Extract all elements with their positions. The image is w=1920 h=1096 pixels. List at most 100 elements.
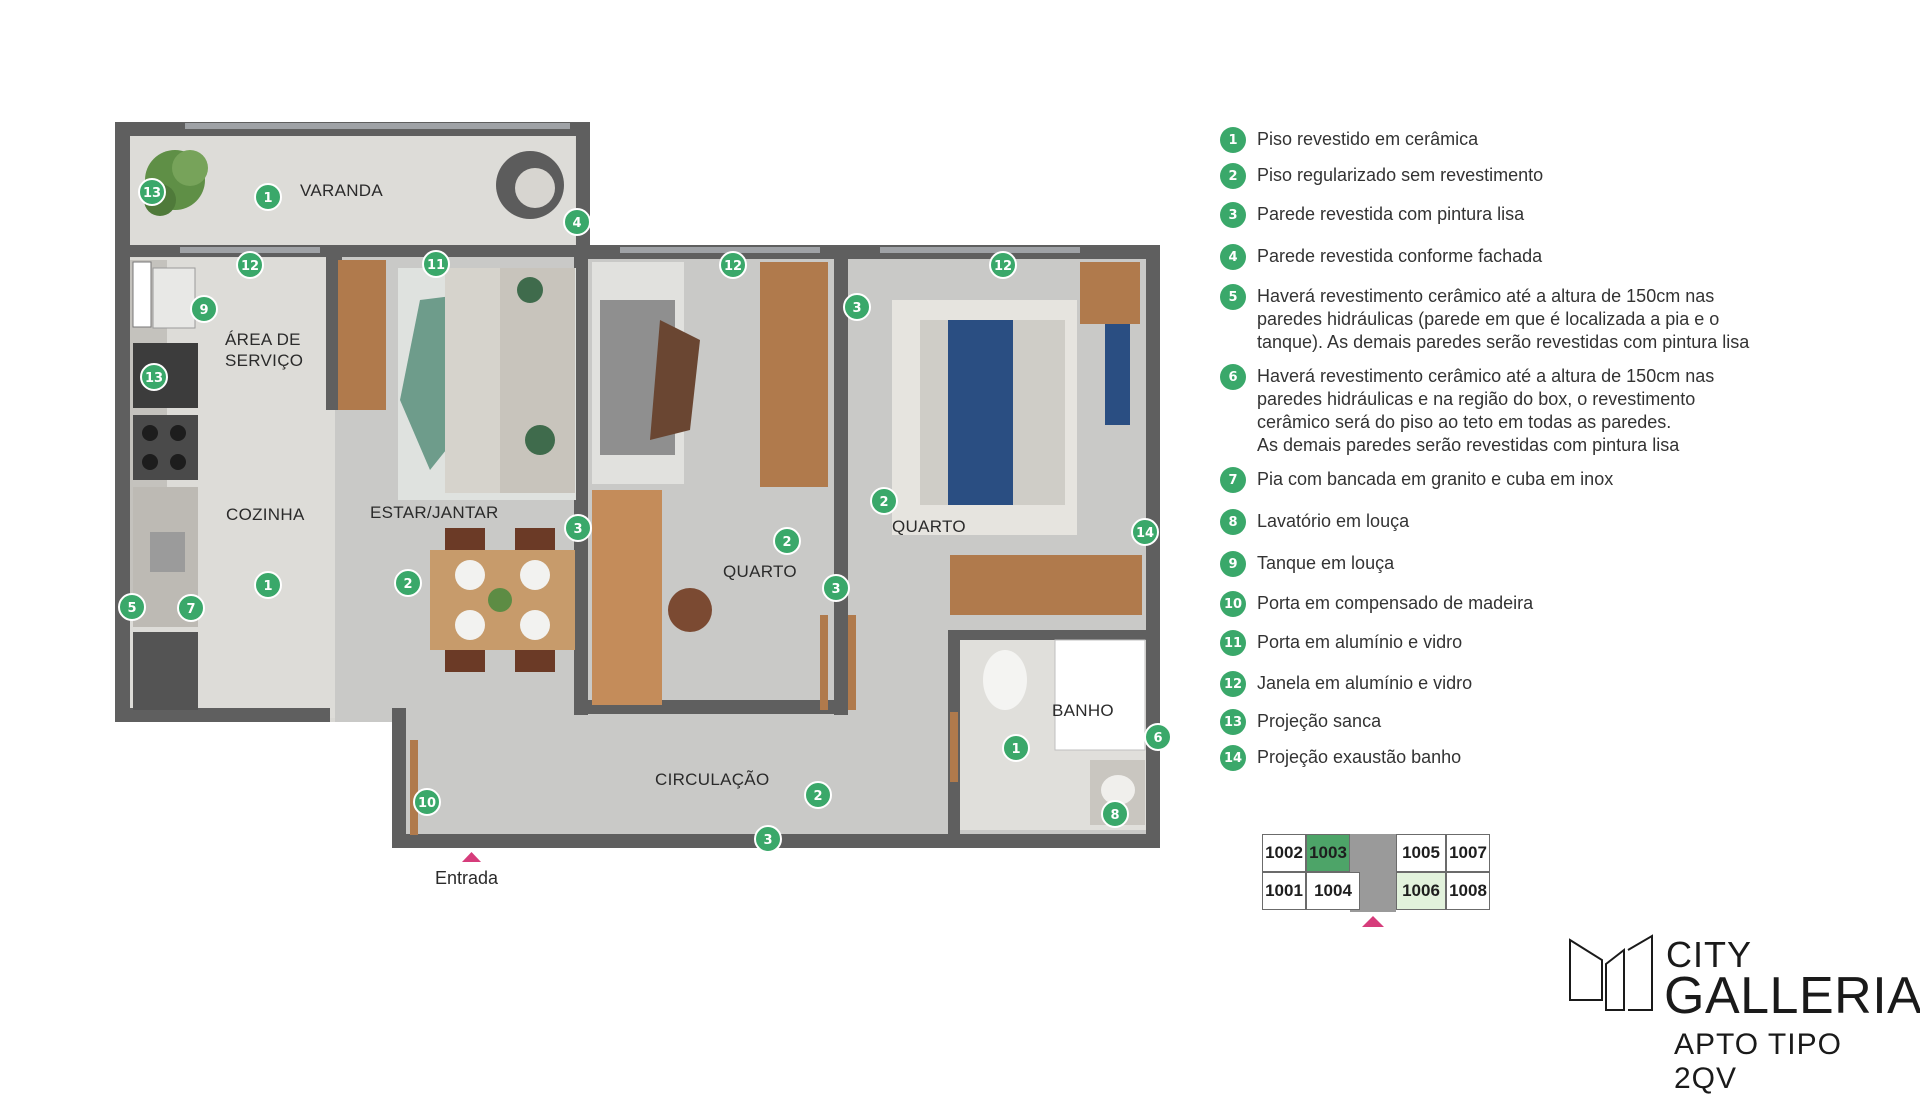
legend-text: Haverá revestimento cerâmico até a altur… [1257, 286, 1750, 352]
room-label-varanda: VARANDA [300, 181, 383, 200]
plan-badge: 1 [254, 183, 282, 211]
legend-text: Tanque em louça [1257, 553, 1395, 573]
legend-number-badge: 4 [1220, 244, 1246, 270]
entrance-arrow-icon [462, 852, 481, 862]
legend-number-badge: 14 [1220, 745, 1246, 771]
key-plan-unit: 1007 [1446, 834, 1490, 872]
legend-number-badge: 3 [1220, 202, 1246, 228]
legend-text: Projeção exaustão banho [1257, 747, 1462, 767]
legend-item: 14 Projeção exaustão banho [1220, 745, 1462, 771]
legend-item: 9 Tanque em louça [1220, 551, 1395, 577]
legend-number-badge: 11 [1220, 630, 1246, 656]
plan-badge: 3 [822, 574, 850, 602]
legend-number-badge: 12 [1220, 671, 1246, 697]
legend-text: Pia com bancada em granito e cuba em ino… [1257, 469, 1614, 489]
room-label-area-servico-line2: SERVIÇO [225, 351, 303, 370]
svg-text:4: 4 [572, 216, 581, 231]
svg-text:2: 2 [813, 789, 822, 804]
room-label-quarto-2: QUARTO [892, 517, 966, 536]
svg-text:2: 2 [403, 577, 412, 592]
legend-number-badge: 6 [1220, 364, 1246, 390]
legend-item: 11 Porta em alumínio e vidro [1220, 630, 1463, 656]
svg-text:2: 2 [879, 495, 888, 510]
room-label-estar-jantar: ESTAR/JANTAR [370, 503, 499, 522]
svg-text:9: 9 [199, 303, 208, 318]
svg-text:3: 3 [831, 582, 840, 597]
legend-text: Janela em alumínio e vidro [1257, 673, 1473, 693]
svg-text:3: 3 [573, 522, 582, 537]
svg-text:7: 7 [186, 602, 195, 617]
svg-text:12: 12 [724, 259, 742, 274]
brand-logo-icon [1569, 934, 1653, 1011]
room-label-banho: BANHO [1052, 701, 1114, 720]
living-furniture [398, 268, 576, 500]
legend-item: 6 Haverá revestimento cerâmico até a altu… [1220, 364, 1715, 457]
windows [180, 123, 1080, 253]
svg-text:1: 1 [263, 191, 272, 206]
legend-number-badge: 1 [1220, 127, 1246, 153]
legend-item: 4 Parede revestida conforme fachada [1220, 244, 1543, 270]
plan-badge: 2 [870, 487, 898, 515]
room-label-quarto-1: QUARTO [723, 562, 797, 581]
svg-text:12: 12 [241, 259, 259, 274]
plan-badge: 7 [177, 594, 205, 622]
legend-text: Parede revestida conforme fachada [1257, 246, 1543, 266]
svg-text:10: 10 [418, 796, 436, 811]
legend-item: 5 Haverá revestimento cerâmico até a altu… [1220, 284, 1750, 354]
plan-badge: 2 [804, 781, 832, 809]
plan-badge: 12 [989, 251, 1017, 279]
legend-text: Haverá revestimento cerâmico até a altur… [1257, 366, 1715, 455]
plan-badge: 13 [138, 178, 166, 206]
legend-number-badge: 2 [1220, 163, 1246, 189]
plan-badge: 10 [413, 788, 441, 816]
room-label-area-servico-line1: ÁREA DE [225, 330, 301, 349]
shelf [338, 260, 386, 410]
plan-badge: 13 [140, 363, 168, 391]
plan-badge: 3 [754, 825, 782, 853]
floor-plan: VARANDA ÁREA DE SERVIÇO COZINHA ESTAR/JA… [115, 122, 1172, 888]
legend-number-badge: 7 [1220, 467, 1246, 493]
plan-badge: 1 [1002, 734, 1030, 762]
svg-text:3: 3 [763, 833, 772, 848]
legend-text: Parede revestida com pintura lisa [1257, 204, 1525, 224]
legend-item: 10 Porta em compensado de madeira [1220, 591, 1534, 617]
svg-text:1: 1 [263, 579, 272, 594]
legend-text: Lavatório em louça [1257, 511, 1410, 531]
svg-text:13: 13 [143, 186, 161, 201]
svg-text:5: 5 [127, 601, 136, 616]
bedroom-2-furniture [892, 262, 1142, 615]
plan-badge: 6 [1144, 723, 1172, 751]
apartment-type: APTO TIPO 2QV [1674, 1028, 1842, 1095]
legend-number-badge: 10 [1220, 591, 1246, 617]
svg-text:1: 1 [1011, 742, 1020, 757]
plan-badge: 3 [843, 293, 871, 321]
legend-item: 7 Pia com bancada em granito e cuba em in… [1220, 467, 1614, 493]
legend-text: Porta em alumínio e vidro [1257, 632, 1463, 652]
legend-number-badge: 5 [1220, 284, 1246, 310]
brand-galleria: GALLERIA [1664, 967, 1920, 1025]
plan-badge: 4 [563, 208, 591, 236]
legend-number-badge: 9 [1220, 551, 1246, 577]
room-label-cozinha: COZINHA [226, 505, 305, 524]
plan-badge: 11 [422, 250, 450, 278]
legend-item: 3 Parede revestida com pintura lisa [1220, 202, 1525, 228]
key-plan-unit: 1001 [1262, 872, 1306, 910]
svg-text:6: 6 [1153, 731, 1162, 746]
svg-text:2: 2 [782, 535, 791, 550]
legend-text: Porta em compensado de madeira [1257, 593, 1534, 613]
entrance-label: Entrada [435, 868, 499, 888]
key-plan-unit: 1002 [1262, 834, 1306, 872]
svg-text:12: 12 [994, 259, 1012, 274]
plan-badge: 3 [564, 514, 592, 542]
plan-badge: 8 [1101, 800, 1129, 828]
bedroom-1-furniture [592, 262, 828, 705]
plan-badge: 12 [719, 251, 747, 279]
armchair-icon [496, 151, 564, 219]
svg-text:8: 8 [1110, 808, 1119, 823]
doors [410, 615, 958, 835]
plan-badge: 1 [254, 571, 282, 599]
